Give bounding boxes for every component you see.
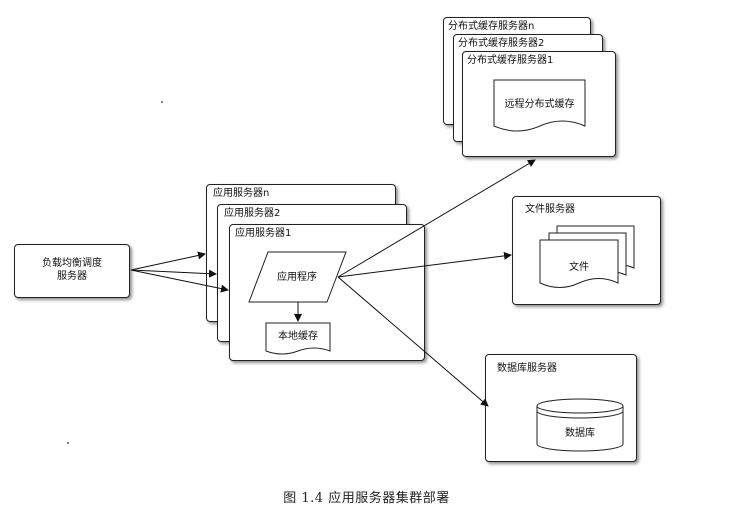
arrow-app-to-db: [337, 276, 489, 407]
speck-2: [67, 442, 69, 444]
load-balancer-label-line1: 负载均衡调度: [42, 258, 102, 269]
speck-1: [161, 101, 163, 103]
application-label: 应用程序: [277, 272, 317, 283]
application-parallelogram: [248, 251, 347, 303]
database-cylinder: [536, 398, 624, 452]
local-cache-doc-shape: [265, 322, 331, 355]
load-balancer-label: 负载均衡调度 服务器: [14, 257, 130, 283]
file-doc-shape-1: [539, 239, 619, 288]
app-server-n-title: 应用服务器n: [213, 188, 270, 199]
file-label: 文件: [569, 262, 589, 273]
load-balancer-box: [14, 244, 130, 298]
file-server-title: 文件服务器: [525, 204, 575, 215]
arrow-lb-to-app-2: [130, 269, 217, 278]
remote-cache-doc-shape: [493, 79, 586, 132]
db-server-title: 数据库服务器: [497, 363, 557, 374]
app-server-2-title: 应用服务器2: [224, 208, 281, 219]
cache-server-2-title: 分布式缓存服务器2: [458, 38, 545, 49]
figure-caption: 图 1.4 应用服务器集群部署: [283, 491, 450, 506]
arrow-lb-to-app-1: [130, 269, 229, 293]
arrow-app-to-cache: [337, 159, 536, 278]
cache-server-n-title: 分布式缓存服务器n: [448, 21, 535, 32]
app-server-1-title: 应用服务器1: [235, 228, 292, 239]
arrow-app-to-file: [337, 251, 512, 278]
remote-cache-label: 远程分布式缓存: [504, 99, 575, 110]
cache-server-1-title: 分布式缓存服务器1: [467, 55, 554, 66]
database-label: 数据库: [565, 428, 595, 439]
arrow-lb-to-app-n: [130, 251, 206, 271]
local-cache-label: 本地缓存: [278, 331, 318, 342]
load-balancer-label-line2: 服务器: [57, 271, 87, 282]
